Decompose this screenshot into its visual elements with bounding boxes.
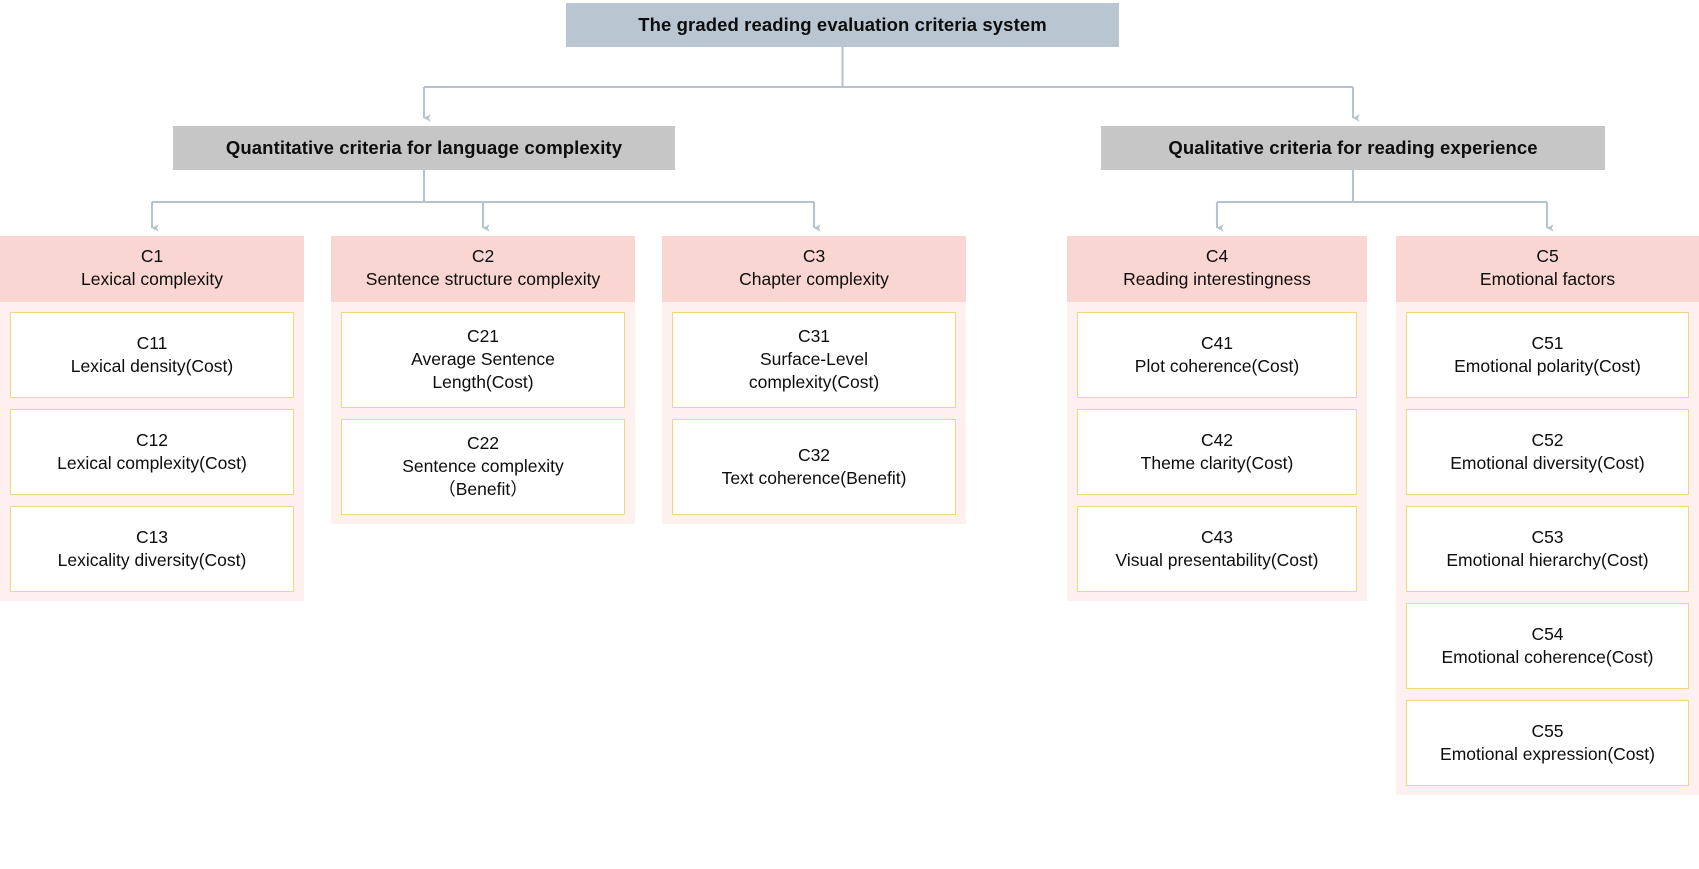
criteria-body-c3: C31 Surface-Level complexity(Cost) C32 T… bbox=[662, 302, 966, 515]
criteria-header-c4: C4 Reading interestingness bbox=[1067, 236, 1367, 302]
sub-criterion-c22: C22 Sentence complexity （Benefit） bbox=[341, 418, 625, 515]
sub-criterion-c13: C13 Lexicality diversity(Cost) bbox=[10, 505, 294, 592]
sub-code-c21: C21 bbox=[466, 326, 500, 347]
sub-code-c52: C52 bbox=[1531, 429, 1564, 450]
criteria-column-c5: C5 Emotional factors C51 Emotional polar… bbox=[1396, 236, 1699, 795]
sub-name-c51: Emotional polarity(Cost) bbox=[1454, 355, 1641, 376]
sub-criterion-c51: C51 Emotional polarity(Cost) bbox=[1406, 311, 1689, 398]
criteria-column-c1: C1 Lexical complexity C11 Lexical densit… bbox=[0, 236, 304, 601]
sub-name-c22: Sentence complexity （Benefit） bbox=[402, 456, 564, 499]
sub-criterion-c52: C52 Emotional diversity(Cost) bbox=[1406, 408, 1689, 495]
sub-name-c13: Lexicality diversity(Cost) bbox=[57, 549, 247, 570]
sub-code-c53: C53 bbox=[1531, 526, 1564, 547]
sub-criterion-c42: C42 Theme clarity(Cost) bbox=[1077, 408, 1357, 495]
sub-code-c12: C12 bbox=[135, 429, 169, 450]
criteria-name-c3: Chapter complexity bbox=[739, 268, 889, 289]
sub-code-c22: C22 bbox=[466, 433, 500, 454]
criteria-body-c2: C21 Average Sentence Length(Cost) C22 Se… bbox=[331, 302, 635, 515]
sub-code-c55: C55 bbox=[1531, 720, 1564, 741]
level2-label-qualitative: Qualitative criteria for reading experie… bbox=[1168, 137, 1538, 158]
sub-criterion-c55: C55 Emotional expression(Cost) bbox=[1406, 699, 1689, 786]
criteria-name-c5: Emotional factors bbox=[1479, 268, 1616, 289]
criteria-column-c3: C3 Chapter complexity C31 Surface-Level … bbox=[662, 236, 966, 524]
criteria-header-c1: C1 Lexical complexity bbox=[0, 236, 304, 302]
sub-name-c52: Emotional diversity(Cost) bbox=[1450, 452, 1645, 473]
sub-code-c41: C41 bbox=[1200, 332, 1234, 353]
criteria-column-c2: C2 Sentence structure complexity C21 Ave… bbox=[331, 236, 635, 524]
sub-name-c54: Emotional coherence(Cost) bbox=[1441, 646, 1654, 667]
criteria-body-c4: C41 Plot coherence(Cost) C42 Theme clari… bbox=[1067, 302, 1367, 592]
sub-name-c12: Lexical complexity(Cost) bbox=[57, 452, 247, 473]
sub-code-c13: C13 bbox=[135, 526, 169, 547]
criteria-body-c1: C11 Lexical density(Cost) C12 Lexical co… bbox=[0, 302, 304, 592]
criteria-code-c4: C4 bbox=[1205, 246, 1229, 266]
criteria-name-c4: Reading interestingness bbox=[1123, 268, 1311, 289]
sub-criterion-c32: C32 Text coherence(Benefit) bbox=[672, 418, 956, 515]
level2-box-qualitative: Qualitative criteria for reading experie… bbox=[1101, 126, 1605, 170]
criteria-header-c3: C3 Chapter complexity bbox=[662, 236, 966, 302]
sub-name-c21: Average Sentence Length(Cost) bbox=[411, 349, 555, 392]
sub-criterion-c12: C12 Lexical complexity(Cost) bbox=[10, 408, 294, 495]
sub-name-c55: Emotional expression(Cost) bbox=[1440, 743, 1655, 764]
sub-criterion-c11: C11 Lexical density(Cost) bbox=[10, 311, 294, 398]
criteria-header-c2: C2 Sentence structure complexity bbox=[331, 236, 635, 302]
sub-name-c11: Lexical density(Cost) bbox=[70, 355, 234, 376]
sub-name-c42: Theme clarity(Cost) bbox=[1140, 452, 1294, 473]
root-title-box: The graded reading evaluation criteria s… bbox=[566, 3, 1119, 47]
criteria-code-c1: C1 bbox=[140, 246, 164, 266]
sub-name-c31: Surface-Level complexity(Cost) bbox=[748, 349, 880, 392]
sub-criterion-c21: C21 Average Sentence Length(Cost) bbox=[341, 311, 625, 408]
sub-code-c42: C42 bbox=[1200, 429, 1234, 450]
criteria-code-c3: C3 bbox=[802, 246, 826, 266]
sub-criterion-c43: C43 Visual presentability(Cost) bbox=[1077, 505, 1357, 592]
sub-code-c31: C31 bbox=[797, 326, 831, 347]
level2-box-quantitative: Quantitative criteria for language compl… bbox=[173, 126, 675, 170]
sub-criterion-c53: C53 Emotional hierarchy(Cost) bbox=[1406, 505, 1689, 592]
sub-name-c41: Plot coherence(Cost) bbox=[1134, 355, 1300, 376]
sub-criterion-c31: C31 Surface-Level complexity(Cost) bbox=[672, 311, 956, 408]
criteria-column-c4: C4 Reading interestingness C41 Plot cohe… bbox=[1067, 236, 1367, 601]
sub-code-c32: C32 bbox=[797, 444, 831, 465]
sub-criterion-c54: C54 Emotional coherence(Cost) bbox=[1406, 602, 1689, 689]
criteria-header-c5: C5 Emotional factors bbox=[1396, 236, 1699, 302]
sub-code-c51: C51 bbox=[1531, 332, 1564, 353]
criteria-name-c2: Sentence structure complexity bbox=[365, 268, 601, 289]
criteria-name-c1: Lexical complexity bbox=[81, 268, 223, 289]
sub-code-c43: C43 bbox=[1200, 526, 1234, 547]
sub-name-c32: Text coherence(Benefit) bbox=[721, 467, 907, 488]
sub-code-c11: C11 bbox=[136, 332, 168, 353]
level2-label-quantitative: Quantitative criteria for language compl… bbox=[225, 137, 623, 158]
root-title-label: The graded reading evaluation criteria s… bbox=[638, 14, 1047, 35]
sub-criterion-c41: C41 Plot coherence(Cost) bbox=[1077, 311, 1357, 398]
sub-name-c53: Emotional hierarchy(Cost) bbox=[1446, 549, 1649, 570]
sub-code-c54: C54 bbox=[1531, 623, 1564, 644]
criteria-body-c5: C51 Emotional polarity(Cost) C52 Emotion… bbox=[1396, 302, 1699, 786]
criteria-code-c2: C2 bbox=[471, 246, 495, 266]
sub-name-c43: Visual presentability(Cost) bbox=[1115, 549, 1319, 570]
criteria-code-c5: C5 bbox=[1536, 246, 1559, 266]
